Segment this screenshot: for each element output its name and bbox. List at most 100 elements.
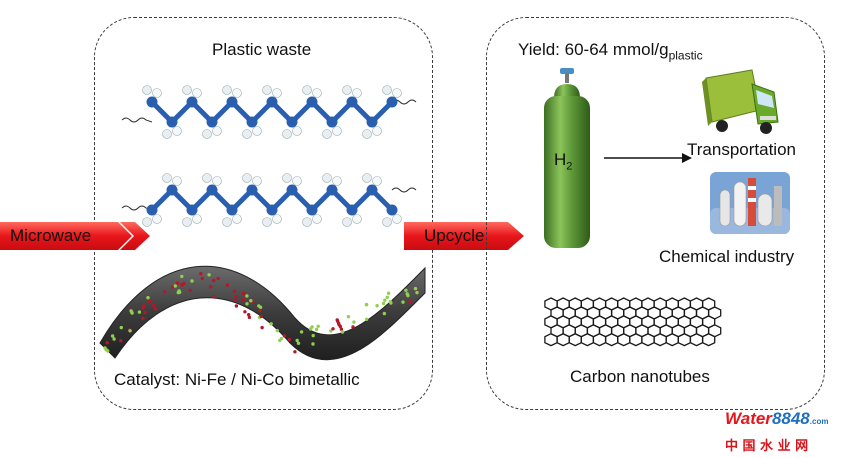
- catalyst-particle: [146, 296, 150, 300]
- catalyst-particle: [241, 297, 246, 302]
- nanotube-hexagon: [544, 332, 558, 347]
- carbon-atom: [286, 184, 298, 196]
- nanotube-hexagon: [556, 332, 570, 347]
- catalyst-particle: [234, 295, 238, 299]
- catalyst-particle: [216, 276, 220, 281]
- plastic-waste-title: Plastic waste: [212, 40, 312, 59]
- upcycle-products-panel: [486, 17, 825, 410]
- catalyst-particle: [249, 299, 253, 303]
- catalyst-particle: [190, 279, 194, 283]
- catalyst-particle: [269, 322, 273, 326]
- hydrogen-atom: [322, 129, 332, 139]
- catalyst-particle: [340, 330, 345, 334]
- carbon-atom: [206, 116, 218, 128]
- nanotube-hexagon: [592, 332, 607, 347]
- yield-subscript: plastic: [668, 48, 703, 63]
- plastic-waste-panel: [94, 17, 433, 410]
- chain-end-wave: [391, 187, 417, 193]
- carbon-atom: [366, 116, 378, 128]
- catalyst-particle: [383, 298, 387, 302]
- hydrogen-atom: [312, 88, 322, 98]
- hydrogen-cylinder: [544, 68, 590, 248]
- catalyst-particle: [247, 313, 251, 317]
- catalyst-particle: [175, 281, 180, 285]
- watermark-brand-dom: .com: [809, 417, 829, 426]
- carbon-atom: [146, 96, 158, 108]
- catalyst-particle: [404, 288, 408, 292]
- catalyst-particle: [105, 341, 109, 345]
- watermark-brand: Water8848.com: [725, 410, 845, 431]
- catalyst-particle: [389, 301, 393, 305]
- catalyst-particle: [104, 348, 108, 352]
- catalyst-particle: [415, 290, 419, 295]
- watermark-brand-cn: 中 国 水 业 网: [725, 439, 809, 454]
- hydrogen-atom: [252, 176, 262, 186]
- catalyst-particle: [385, 295, 389, 299]
- hydrogen-atom: [142, 85, 152, 95]
- hydrogen-atom: [242, 173, 252, 183]
- catalyst-particle: [311, 342, 315, 346]
- hydrogen-atom: [222, 85, 232, 95]
- hydrogen-atom: [332, 126, 342, 136]
- upcycle-arrow: [404, 222, 524, 250]
- hydrogen-atom: [192, 214, 202, 224]
- hydrogen-atom: [372, 176, 382, 186]
- cylinder-label: H2: [554, 150, 572, 172]
- yield-text: Yield: 60-64 mmol/g: [518, 40, 669, 59]
- catalyst-particle: [147, 299, 152, 303]
- hydrogen-atom: [272, 88, 282, 98]
- catalyst-particle: [180, 274, 184, 279]
- catalyst-particle: [314, 327, 319, 332]
- carbon-atom: [306, 204, 318, 216]
- catalyst-particle: [212, 295, 216, 299]
- catalyst-particle: [207, 273, 211, 277]
- hydrogen-atom: [202, 173, 212, 183]
- polymer-chain-lower: [121, 173, 417, 227]
- catalyst-particle: [329, 329, 333, 333]
- catalyst-particle: [152, 303, 156, 307]
- hydrogen-atom: [342, 85, 352, 95]
- carbon-nanotubes-label: Carbon nanotubes: [570, 367, 710, 386]
- catalyst-particle: [258, 309, 262, 313]
- catalyst-sheet: [99, 265, 426, 361]
- catalyst-particle: [296, 341, 301, 345]
- catalyst-particle: [382, 311, 387, 316]
- carbon-atom: [326, 184, 338, 196]
- hydrogen-atom: [372, 126, 382, 136]
- catalyst-particle: [386, 291, 391, 295]
- cylinder-label-main: H: [554, 150, 567, 169]
- catalyst-particle: [339, 327, 344, 331]
- catalyst-particle: [112, 337, 116, 341]
- hydrogen-atom: [262, 217, 272, 227]
- catalyst-particle: [119, 339, 123, 343]
- chain-end-wave: [121, 117, 153, 123]
- carbon-atom: [266, 96, 278, 108]
- nanotube-hexagon: [677, 332, 692, 347]
- hydrogen-atom: [162, 129, 172, 139]
- nanotube-hexagon: [604, 332, 619, 347]
- yield-label: Yield: 60-64 mmol/gplastic: [518, 40, 703, 62]
- hydrogen-atom: [302, 85, 312, 95]
- catalyst-particle: [364, 303, 369, 307]
- nanotube-hexagon: [580, 332, 595, 347]
- hydrogen-atom: [352, 88, 362, 98]
- catalyst-particle: [153, 307, 157, 311]
- polymer-chain-upper: [121, 85, 417, 139]
- upcycle-label: Upcycle: [424, 226, 485, 245]
- carbon-atom: [166, 184, 178, 196]
- hydrogen-atom: [292, 126, 302, 136]
- catalyst-particle: [225, 283, 230, 287]
- catalyst-particle: [311, 333, 315, 338]
- catalyst-particle: [316, 324, 320, 328]
- catalyst-particle: [209, 285, 213, 289]
- hydrogen-atom: [172, 176, 182, 186]
- catalyst-particle: [259, 314, 263, 319]
- carbon-atom: [286, 116, 298, 128]
- carbon-atom: [246, 184, 258, 196]
- carbon-atom: [206, 184, 218, 196]
- catalyst-particle: [413, 286, 418, 291]
- catalyst-particle: [245, 302, 249, 306]
- nanotube-hexagon: [568, 332, 582, 347]
- catalyst-particle: [408, 299, 412, 304]
- catalyst-particle: [182, 281, 186, 286]
